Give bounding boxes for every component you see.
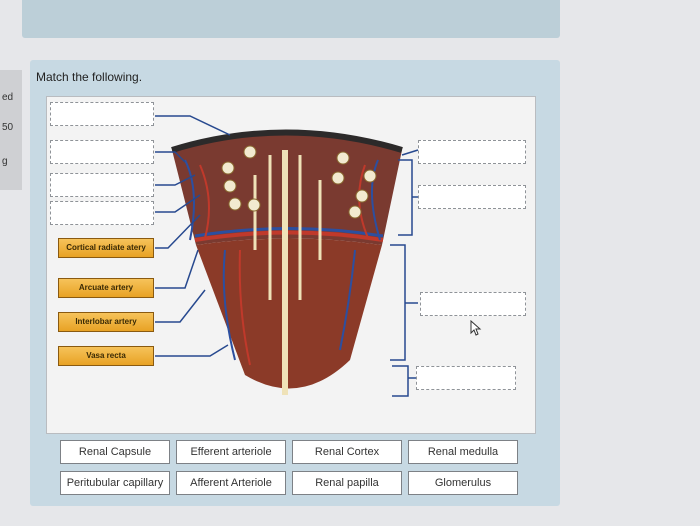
drop-target-left-3[interactable] xyxy=(50,173,154,197)
placed-label-cortical-radiate-artery[interactable]: Cortical radiate atery xyxy=(58,238,154,258)
drop-target-left-1[interactable] xyxy=(50,102,154,126)
sidebar-label-3: g xyxy=(2,156,8,167)
option-renal-papilla[interactable]: Renal papilla xyxy=(292,471,402,495)
option-afferent-arteriole[interactable]: Afferent Arteriole xyxy=(176,471,286,495)
placed-label-interlobar-artery[interactable]: Interlobar artery xyxy=(58,312,154,332)
drop-target-right-4[interactable] xyxy=(416,366,516,390)
placed-label-arcuate-artery[interactable]: Arcuate artery xyxy=(58,278,154,298)
left-sidebar-tab[interactable]: ed 50 g xyxy=(0,70,22,190)
placed-label-vasa-recta[interactable]: Vasa recta xyxy=(58,346,154,366)
sidebar-label-1: ed xyxy=(2,92,14,103)
drop-target-right-3[interactable] xyxy=(420,292,526,316)
drop-target-left-4[interactable] xyxy=(50,201,154,225)
top-bar xyxy=(22,0,560,38)
drop-target-left-2[interactable] xyxy=(50,140,154,164)
question-prompt: Match the following. xyxy=(36,70,143,84)
drop-target-right-2[interactable] xyxy=(418,185,526,209)
drop-target-right-1[interactable] xyxy=(418,140,526,164)
option-renal-medulla[interactable]: Renal medulla xyxy=(408,440,518,464)
option-glomerulus[interactable]: Glomerulus xyxy=(408,471,518,495)
sidebar-label-2: 50 xyxy=(2,122,14,133)
option-efferent-arteriole[interactable]: Efferent arteriole xyxy=(176,440,286,464)
option-peritubular-capillary[interactable]: Peritubular capillary xyxy=(60,471,170,495)
option-renal-cortex[interactable]: Renal Cortex xyxy=(292,440,402,464)
mouse-cursor-icon xyxy=(470,320,482,336)
option-renal-capsule[interactable]: Renal Capsule xyxy=(60,440,170,464)
